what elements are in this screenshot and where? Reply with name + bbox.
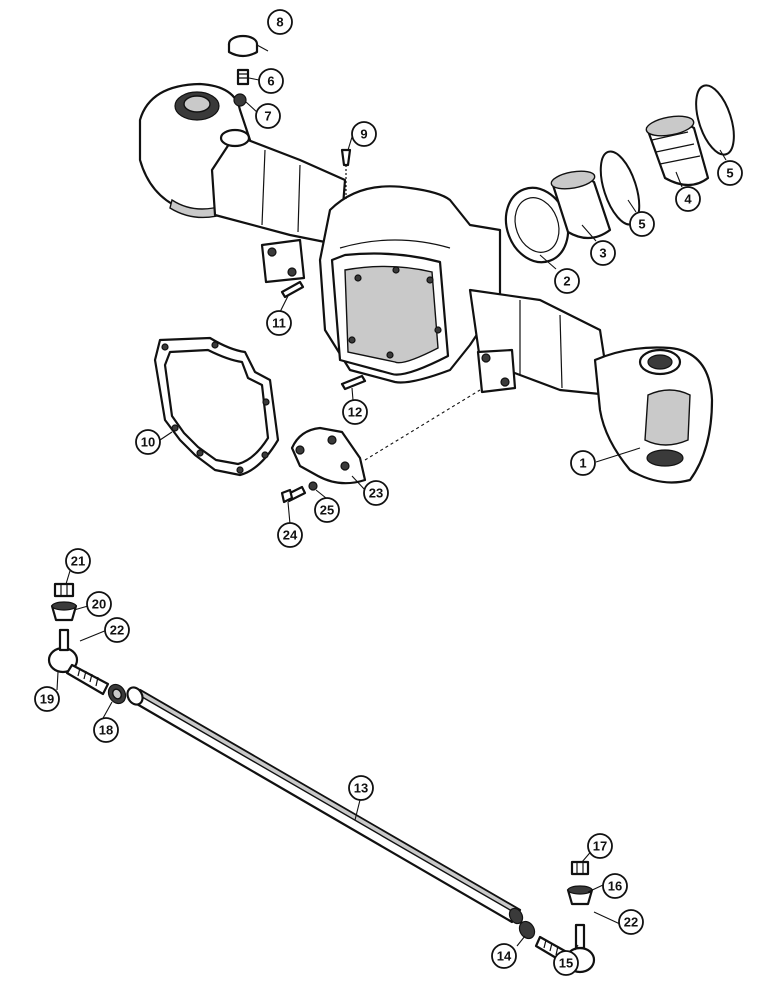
plug-part-6 [236, 68, 250, 86]
tie-rod-end-part-19 [47, 628, 110, 696]
jam-nut-part-14 [518, 920, 536, 940]
svg-text:11: 11 [272, 316, 286, 331]
callout-11: 11 [266, 310, 292, 336]
svg-text:20: 20 [92, 597, 106, 612]
svg-text:22: 22 [624, 915, 638, 930]
svg-text:16: 16 [608, 879, 622, 894]
callout-12: 12 [342, 399, 368, 425]
washer-part-7 [233, 93, 247, 107]
callout-6: 6 [258, 68, 284, 94]
svg-text:23: 23 [369, 486, 383, 501]
breather-part-9 [340, 148, 352, 200]
callout-5a: 5 [629, 211, 655, 237]
washer-part-25 [308, 481, 318, 491]
svg-text:2: 2 [563, 274, 570, 289]
cap-part-8 [227, 34, 259, 58]
svg-text:5: 5 [638, 217, 645, 232]
svg-text:17: 17 [593, 839, 607, 854]
svg-text:10: 10 [141, 435, 155, 450]
jam-nut-part-18 [107, 683, 127, 705]
svg-text:7: 7 [264, 109, 271, 124]
callout-22a: 22 [104, 617, 130, 643]
washer-part-16 [566, 885, 594, 906]
svg-text:5: 5 [726, 166, 733, 181]
svg-text:4: 4 [684, 192, 692, 207]
svg-text:1: 1 [579, 456, 586, 471]
stud-part-11 [280, 280, 305, 299]
snap-ring-part-5b [695, 84, 735, 156]
callout-25: 25 [314, 497, 340, 523]
callout-5b: 5 [717, 160, 743, 186]
callout-23: 23 [363, 480, 389, 506]
callout-7: 7 [255, 103, 281, 129]
svg-text:18: 18 [99, 723, 113, 738]
svg-text:24: 24 [283, 528, 298, 543]
callout-8: 8 [267, 9, 293, 35]
callout-21: 21 [65, 548, 91, 574]
svg-text:22: 22 [110, 623, 124, 638]
nut-part-17 [570, 860, 590, 876]
svg-text:13: 13 [354, 781, 368, 796]
svg-text:15: 15 [559, 956, 573, 971]
callout-2: 2 [554, 268, 580, 294]
callout-18: 18 [93, 717, 119, 743]
svg-text:3: 3 [599, 246, 606, 261]
bearing-part-4 [645, 115, 710, 187]
svg-text:6: 6 [267, 74, 274, 89]
tie-rod-part-13 [126, 686, 524, 925]
callout-19: 19 [34, 686, 60, 712]
callout-16: 16 [602, 873, 628, 899]
callout-13: 13 [348, 775, 374, 801]
callout-14: 14 [491, 943, 517, 969]
stud-part-12 [340, 374, 367, 391]
callout-9: 9 [351, 121, 377, 147]
svg-text:19: 19 [40, 692, 54, 707]
callout-3: 3 [590, 240, 616, 266]
bushing-part-3 [550, 170, 612, 240]
svg-text:8: 8 [276, 15, 283, 30]
svg-text:12: 12 [348, 405, 362, 420]
cover-gasket-part-10 [153, 336, 280, 477]
svg-text:14: 14 [497, 949, 512, 964]
leader-lines [56, 44, 727, 951]
callout-22b: 22 [618, 909, 644, 935]
washer-part-20 [50, 601, 78, 622]
callout-17: 17 [587, 833, 613, 859]
bracket-part-23 [290, 389, 481, 485]
svg-text:9: 9 [360, 127, 367, 142]
nut-part-21 [53, 582, 75, 598]
callout-20: 20 [86, 591, 112, 617]
callout-1: 1 [570, 450, 596, 476]
bolt-part-24 [280, 485, 307, 504]
callout-24: 24 [277, 522, 303, 548]
callout-10: 10 [135, 429, 161, 455]
callout-4: 4 [675, 186, 701, 212]
svg-text:25: 25 [320, 503, 334, 518]
svg-text:21: 21 [71, 554, 85, 569]
callout-15: 15 [553, 950, 579, 976]
axle-housing [138, 82, 714, 484]
